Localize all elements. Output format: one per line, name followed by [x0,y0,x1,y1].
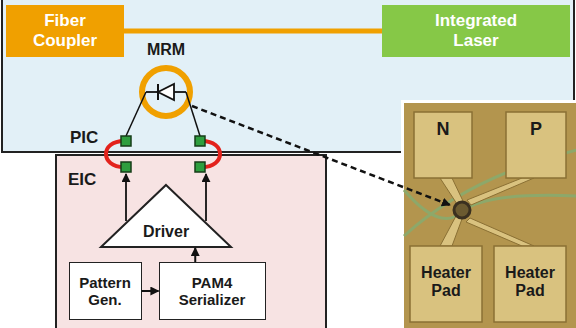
label-holder: P [506,119,566,140]
pad-wire [186,92,200,136]
pattern-gen-box: Pattern Gen. [69,262,142,320]
photo-frame [401,100,576,328]
label-holder: N [414,119,472,140]
photo-pad [414,112,472,178]
eic-pad [121,162,131,172]
driver-symbol [101,185,231,247]
fiber-coupler-box: Fiber Coupler [6,5,124,56]
pic-pad [195,136,205,146]
pattern-gen-label: Pattern Gen. [74,274,136,309]
photo-pad [494,246,566,322]
photo-trace [466,218,534,246]
eic-pad [195,162,205,172]
photo-ring [454,202,470,218]
photo-pad [506,112,566,178]
eic-panel: EIC DriverPattern Gen. PAM4 Serializer [55,154,327,328]
driver-label: Driver [143,223,189,241]
photo-trace [467,178,534,205]
waveguide [124,29,382,34]
driver-output-arrow [205,174,207,221]
driver-triangle: Driver [100,184,232,248]
pad-label: P [506,119,566,140]
die-photo [404,103,576,328]
pad-label: Heater Pad [494,264,566,301]
fiber-coupler-label: Fiber Coupler [19,11,111,50]
label-holder: Heater Pad [410,264,482,301]
ring-resonator [142,68,190,116]
pic-pad [121,136,131,146]
serializer-box: PAM4 Serializer [159,262,266,320]
photo-trace [440,178,463,204]
diode-symbol [158,84,174,100]
mrm-label: MRM [136,41,196,59]
diode-lead [174,91,186,93]
serializer-label: PAM4 Serializer [164,274,260,309]
label-holder: Heater Pad [494,264,566,301]
signal-arrow [142,290,159,292]
pad-label: Heater Pad [410,264,482,301]
eic-label: EIC [68,170,96,190]
driver-output-arrow [125,174,127,221]
pad-wire [126,92,146,136]
pic-label: PIC [70,128,98,148]
laser-label: Integrated Laser [420,11,532,50]
photo-trace [440,216,462,246]
laser-box: Integrated Laser [382,5,570,56]
callout-arrow [192,106,450,205]
pad-label: N [414,119,472,140]
signal-arrow [194,248,196,262]
photo-pad [410,246,482,322]
